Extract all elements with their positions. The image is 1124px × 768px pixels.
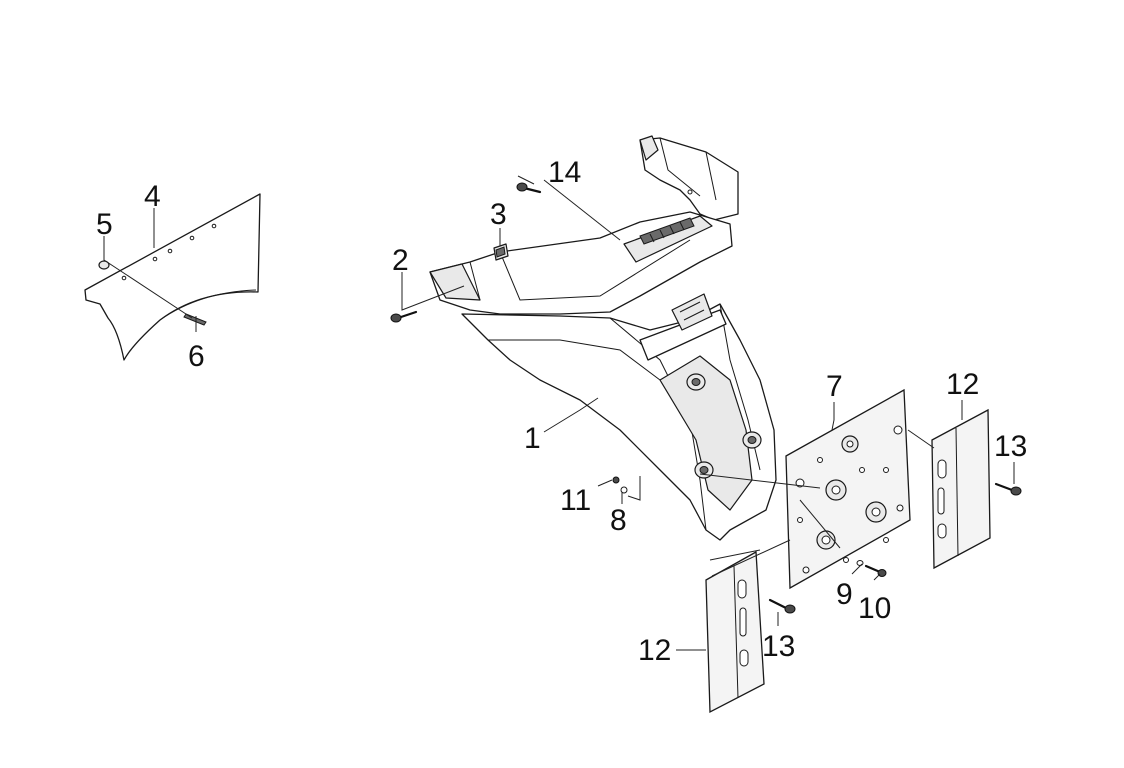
callout-4: 4	[144, 180, 161, 213]
callout-2: 2	[392, 244, 409, 277]
license-plate-holder-part-7	[785, 388, 911, 590]
callout-9: 9	[836, 578, 853, 611]
screw-part-14	[516, 182, 542, 194]
screw-part-11	[612, 476, 620, 484]
callout-5: 5	[96, 208, 113, 241]
clip-part-6	[183, 313, 207, 326]
screw-part-10	[864, 564, 887, 577]
callout-14: 14	[548, 156, 581, 189]
callout-13-right: 13	[994, 430, 1027, 463]
callout-6: 6	[188, 340, 205, 373]
nut-part-8	[620, 486, 628, 494]
callout-10: 10	[858, 592, 891, 625]
callout-12-right: 12	[946, 368, 979, 401]
callout-13-bottom: 13	[762, 630, 795, 663]
callout-3: 3	[490, 198, 507, 231]
screw-part-2	[390, 310, 418, 323]
callout-8: 8	[610, 504, 627, 537]
screw-part-13-bottom	[768, 598, 796, 614]
side-panel-part-4	[84, 193, 261, 361]
reflector-bracket-part-12-bottom	[705, 550, 765, 714]
clip-part-3	[493, 243, 509, 261]
washer-part-5	[98, 260, 110, 270]
screw-part-13-right	[994, 482, 1022, 496]
rear-mudguard-part-1	[429, 135, 777, 541]
callout-7: 7	[826, 370, 843, 403]
callout-12-bottom: 12	[638, 634, 671, 667]
leader-lines	[103, 175, 1015, 651]
washer-part-9	[856, 560, 864, 566]
callout-11: 11	[560, 484, 591, 517]
reflector-bracket-part-12-right	[931, 408, 991, 570]
callout-1: 1	[524, 422, 541, 455]
